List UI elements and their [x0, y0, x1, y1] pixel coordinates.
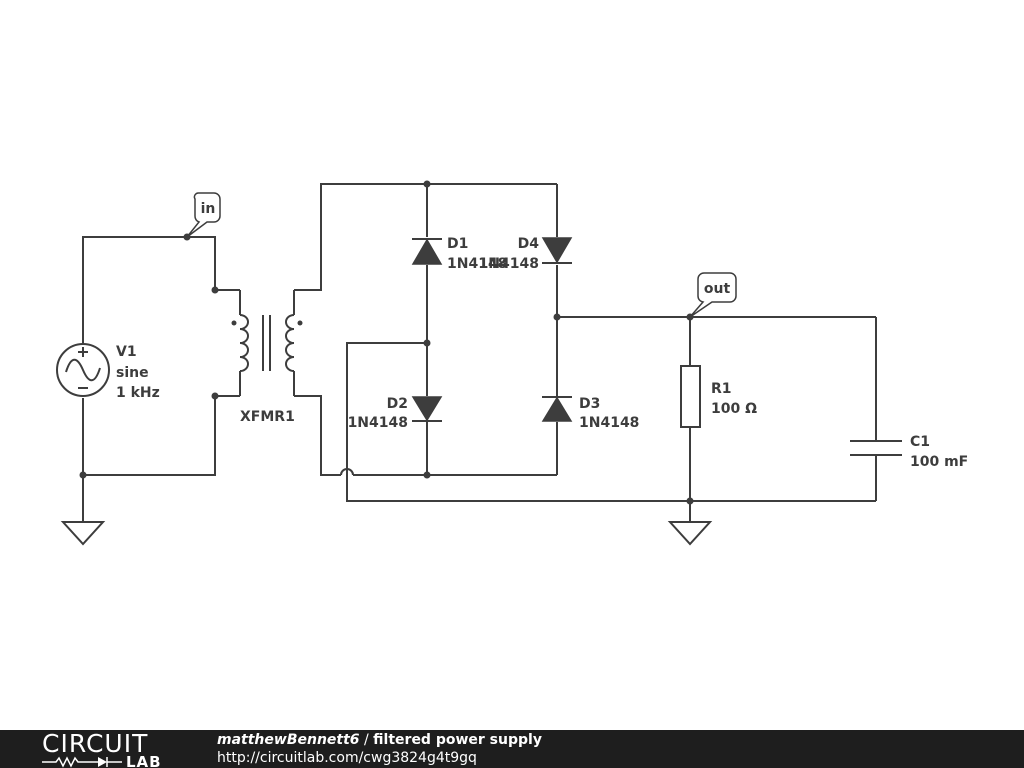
v1-ref-label: V1 [116, 344, 137, 360]
diode-d3[interactable] [541, 396, 573, 422]
circuit-title: filtered power supply [373, 732, 542, 748]
c1-ref-label: C1 [910, 434, 930, 450]
transformer-xfmr1[interactable] [231, 290, 303, 396]
wires [82, 183, 877, 522]
v1-type-label: sine [116, 365, 149, 381]
d3-ref-label: D3 [579, 396, 600, 412]
c1-value-label: 100 mF [910, 454, 968, 470]
ground-symbol-right [667, 521, 713, 546]
r1-ref-label: R1 [711, 381, 732, 397]
schematic-canvas[interactable]: V1 sine 1 kHz XFMR1 D1 1N4148 D2 1N4148 … [0, 0, 1024, 730]
net-tag-in[interactable]: in [186, 192, 221, 238]
resistor-r1[interactable] [680, 365, 701, 428]
diode-d1[interactable] [411, 238, 443, 265]
footer-title-line: matthewBennett6 / filtered power supply [217, 731, 542, 749]
net-tag-out[interactable]: out [689, 272, 737, 318]
net-tag-out-label: out [704, 281, 731, 297]
d3-model-label: 1N4148 [579, 415, 639, 431]
logo-top-text: CIRCUIT [42, 732, 148, 758]
d2-model-label: 1N4148 [348, 415, 408, 431]
sine-source-v1[interactable] [56, 343, 110, 397]
net-tag-in-label: in [201, 201, 216, 217]
xfmr1-ref-label: XFMR1 [240, 409, 295, 425]
d2-ref-label: D2 [387, 396, 408, 412]
circuitlab-logo[interactable]: CIRCUIT LAB [40, 732, 180, 768]
author-link[interactable]: matthewBennett6 [217, 732, 360, 748]
diode-d2[interactable] [411, 396, 443, 422]
diode-d4[interactable] [541, 237, 573, 264]
title-separator: / [359, 732, 374, 748]
junction-dots [79, 180, 694, 505]
logo-diode-icon [98, 757, 107, 767]
circuit-url[interactable]: http://circuitlab.com/cwg3824g4t9gq [217, 750, 477, 766]
d1-model-label: 1N4148 [447, 256, 507, 272]
ground-symbol-left [60, 521, 106, 546]
logo-resistor-icon [42, 756, 92, 768]
v1-value-label: 1 kHz [116, 385, 160, 401]
d4-ref-label: D4 [518, 236, 540, 252]
r1-value-label: 100 Ω [711, 401, 757, 417]
d1-ref-label: D1 [447, 236, 468, 252]
logo-bottom-text: LAB [126, 753, 162, 768]
capacitor-c1[interactable] [850, 440, 902, 456]
footer-bar: CIRCUIT LAB matthewBennett6 / filtered p… [0, 730, 1024, 768]
d4-model-label: 1N4148 [479, 256, 539, 272]
